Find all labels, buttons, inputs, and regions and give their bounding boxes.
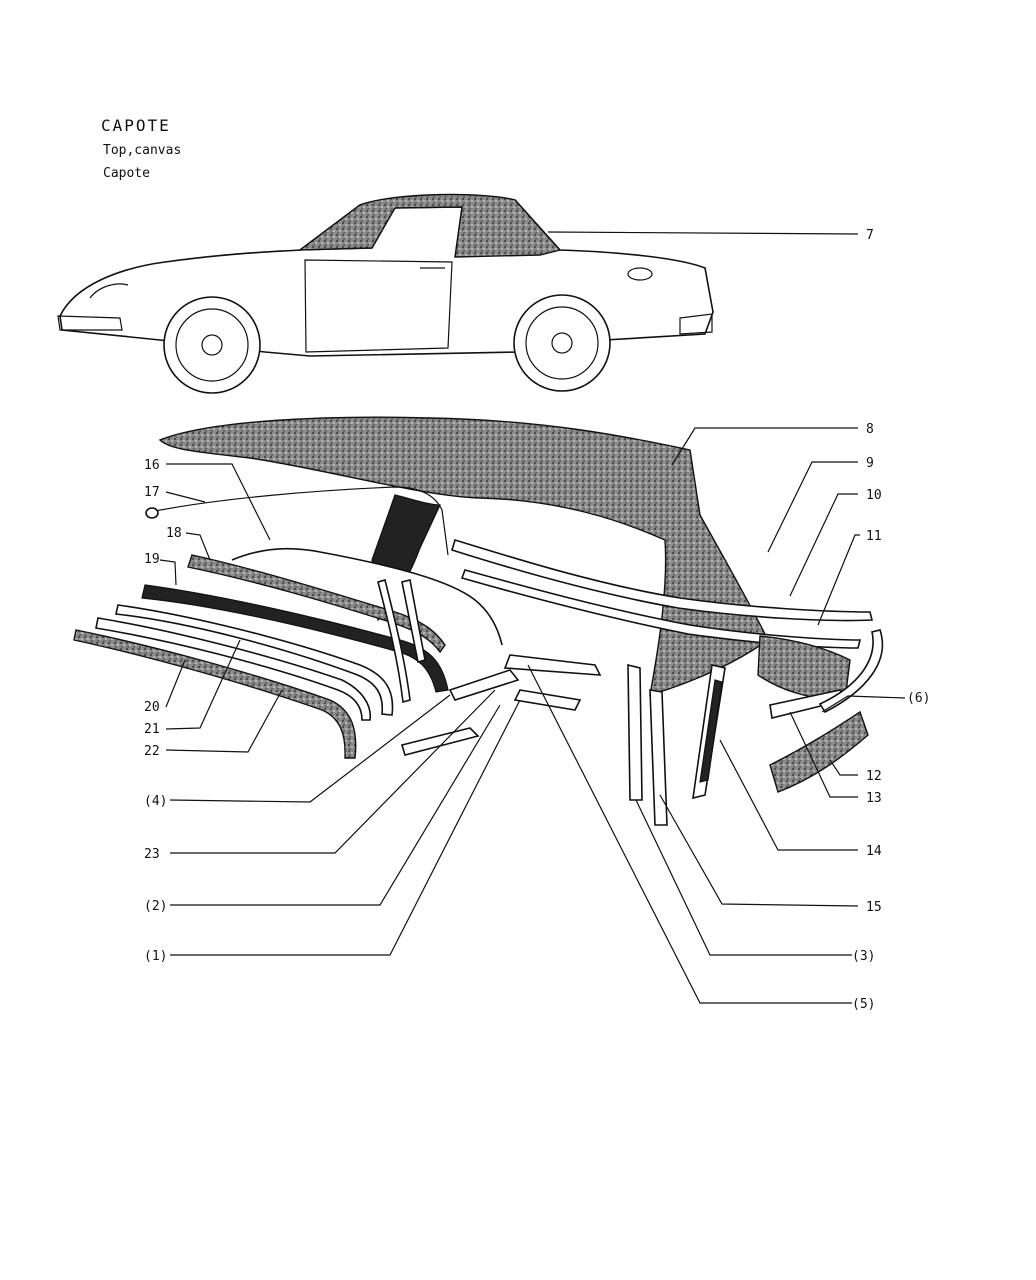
- label-8: 8: [866, 422, 874, 437]
- label-1: (1): [144, 949, 167, 964]
- label-15: 15: [866, 900, 882, 915]
- page-title: CAPOTE: [101, 116, 171, 135]
- rear-wheel: [513, 294, 611, 392]
- exploded-parts: [73, 416, 884, 826]
- label-9: 9: [866, 456, 874, 471]
- part-8-canvas-top: [158, 416, 769, 696]
- label-11: 11: [866, 529, 882, 544]
- label-13: 13: [866, 791, 882, 806]
- label-5: (5): [852, 997, 875, 1012]
- label-12: 12: [866, 769, 882, 784]
- label-4: (4): [144, 794, 167, 809]
- label-23: 23: [144, 847, 160, 862]
- label-2: (2): [144, 899, 167, 914]
- label-14: 14: [866, 844, 882, 859]
- label-7: 7: [866, 228, 874, 243]
- callout-labels: 7 8 9 10 11 16 17 18 19 20 21 22 (6) 12 …: [144, 228, 930, 1012]
- label-22: 22: [144, 744, 160, 759]
- label-20: 20: [144, 700, 160, 715]
- label-16: 16: [144, 458, 160, 473]
- label-19: 19: [144, 552, 160, 567]
- car-illustration: [57, 193, 714, 394]
- label-17: 17: [144, 485, 160, 500]
- label-21: 21: [144, 722, 160, 737]
- part-12-canvas: [769, 710, 869, 793]
- leader-lines: [159, 231, 906, 1004]
- label-6: (6): [907, 691, 930, 706]
- subtitle-english: Top,canvas: [103, 143, 181, 158]
- front-wheel: [163, 296, 261, 394]
- label-3: (3): [852, 949, 875, 964]
- label-10: 10: [866, 488, 882, 503]
- subtitle-italian: Capote: [103, 166, 150, 181]
- label-18: 18: [166, 526, 182, 541]
